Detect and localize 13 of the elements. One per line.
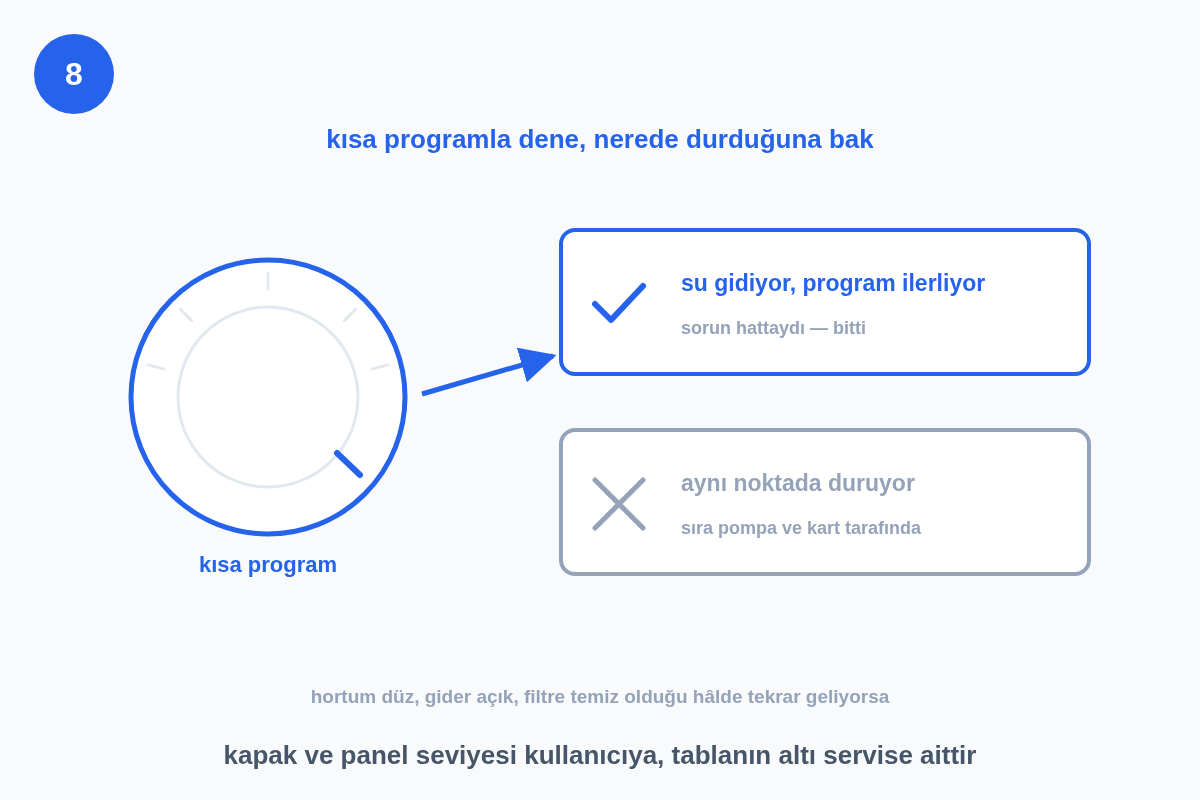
card-heading: su gidiyor, program ilerliyor bbox=[681, 270, 986, 297]
result-card bbox=[559, 428, 1091, 576]
title: kısa programla dene, nerede durduğuna bak bbox=[325, 124, 875, 155]
card-subtext: sorun hattaydı — bitti bbox=[681, 318, 866, 339]
card-heading: aynı noktada duruyor bbox=[681, 470, 915, 497]
card-subtext: sıra pompa ve kart tarafında bbox=[681, 518, 922, 539]
picture bbox=[128, 257, 408, 537]
dial-caption: kısa program bbox=[197, 552, 339, 578]
note-text: hortum düz, gider açık, filtre temiz olduğu hâlde tekrar geliyorsa bbox=[309, 686, 891, 708]
step-number-badge: 8 bbox=[34, 34, 114, 114]
arrow bbox=[421, 347, 557, 397]
footer-text: kapak ve panel seviyesi kullanıcıya, tablanın altı servise aittir bbox=[222, 740, 978, 771]
result-card bbox=[559, 228, 1091, 376]
